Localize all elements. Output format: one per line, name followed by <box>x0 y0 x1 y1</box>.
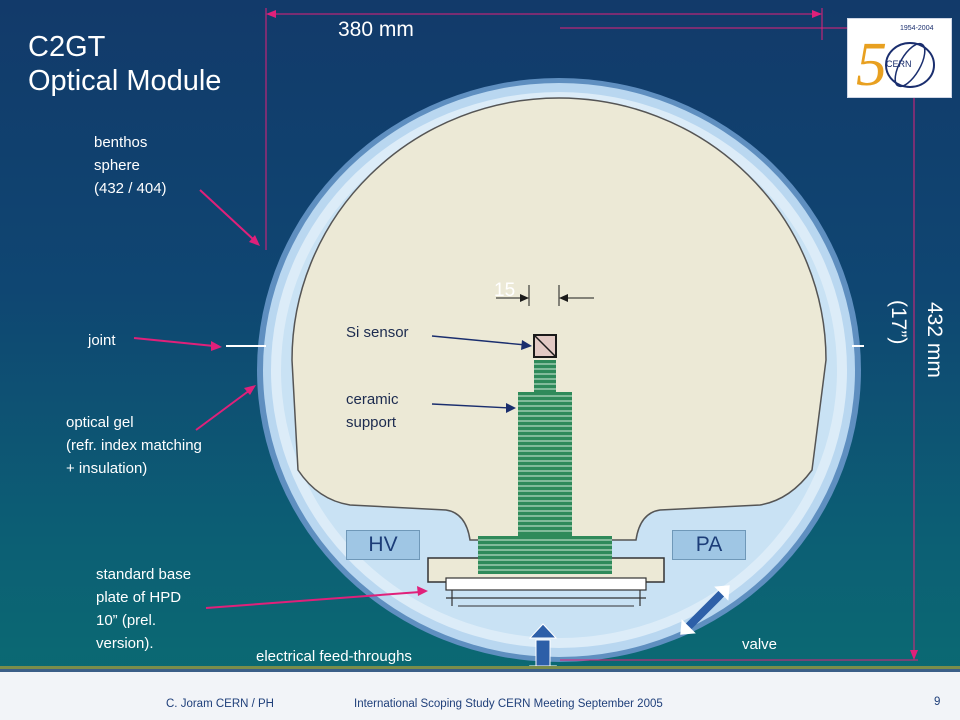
pa-box: PA <box>672 530 746 560</box>
base-plate-label-3: 10” (prel. <box>96 612 157 629</box>
base-plate-label-4: version). <box>96 635 154 652</box>
optical-gel-label-3: + insulation) <box>66 460 148 477</box>
ceramic-label-2: support <box>346 414 397 431</box>
height-dimension: 432 mm <box>923 302 946 378</box>
base-plate-label-1: standard base <box>96 566 192 583</box>
hv-box: HV <box>346 530 420 560</box>
sensor-gap-dimension: 15 <box>494 280 516 301</box>
valve-arrow <box>680 585 730 635</box>
slide-title-line1: C2GT <box>28 31 106 63</box>
si-sensor-label: Si sensor <box>346 324 409 341</box>
benthos-label-3: (432 / 404) <box>94 180 167 197</box>
optical-gel-label-2: (refr. index matching <box>66 437 202 454</box>
base-plate-bar <box>445 577 647 591</box>
slide-title-line2: Optical Module <box>28 65 222 97</box>
feedthroughs-label: electrical feed-throughs <box>256 648 412 665</box>
cern-50-logo: 5 1954-2004 CERN <box>847 18 952 99</box>
footer-stripe <box>0 666 960 674</box>
cern-50-logo-graphic: 5 <box>856 31 935 99</box>
benthos-label-2: sphere <box>94 157 140 174</box>
footer-page-number: 9 <box>934 696 941 708</box>
logo-years: 1954-2004 <box>900 25 934 32</box>
optical-module-diagram <box>133 8 918 672</box>
width-dimension: 380 mm <box>338 18 414 41</box>
svg-text:5: 5 <box>856 31 887 97</box>
height-dimension-inch: (17”) <box>887 300 910 345</box>
optical-gel-label-1: optical gel <box>66 414 134 431</box>
footer-meeting: International Scoping Study CERN Meeting… <box>354 698 663 710</box>
ceramic-label-1: ceramic <box>346 391 399 408</box>
footer-author: C. Joram CERN / PH <box>166 698 274 710</box>
footer-bar <box>0 672 960 720</box>
inner-cavity <box>291 97 827 541</box>
joint-label: joint <box>88 332 116 349</box>
base-plate-label-2: plate of HPD <box>96 589 182 606</box>
benthos-label-1: benthos <box>94 134 148 151</box>
valve-label: valve <box>742 636 778 653</box>
logo-cern: CERN <box>886 59 912 69</box>
